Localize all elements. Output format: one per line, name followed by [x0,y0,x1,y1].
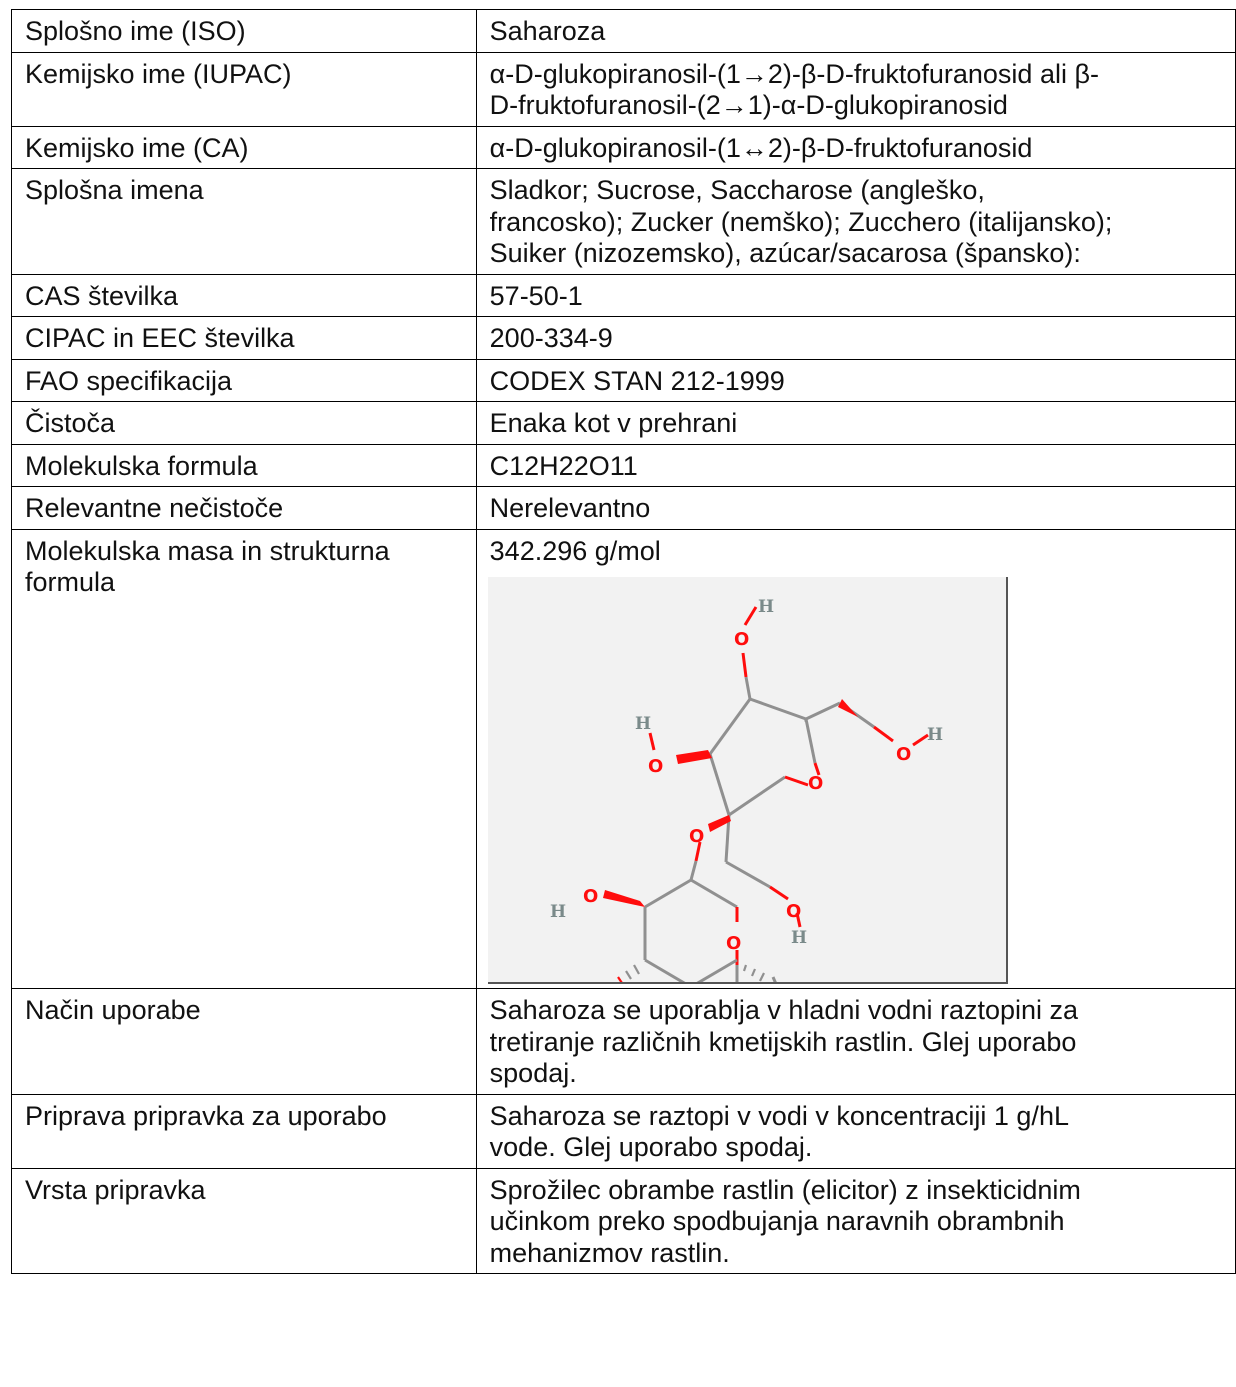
row-formulation-type: Vrsta pripravka Sprožilec obrambe rastli… [11,1167,1236,1274]
value-impurities: Nerelevantno [475,486,1236,530]
sucrose-structure-svg: O H H O O O H O O H H O O [550,597,943,982]
svg-text:H: H [550,902,566,922]
structural-formula-image: O H H O O O H O O H H O O [487,577,1008,984]
svg-text:H: H [758,597,774,617]
row-cipac-eec-number: CIPAC in EEC številka 200-334-9 [11,316,1236,360]
label-cas-number: CAS številka [11,273,477,317]
value-iupac-name: α-D-glukopiranosil-(1→2)-β-D-fruktofuran… [475,51,1236,127]
row-iupac-name: Kemijsko ime (IUPAC) α-D-glukopiranosil-… [11,51,1236,127]
label-impurities: Relevantne nečistoče [11,486,477,530]
value-formulation-type: Sprožilec obrambe rastlin (elicitor) z i… [475,1167,1236,1274]
svg-text:O: O [583,886,598,907]
row-ca-name: Kemijsko ime (CA) α-D-glukopiranosil-(1↔… [11,125,1236,169]
label-method-of-use: Način uporabe [11,988,477,1095]
value-cas-number: 57-50-1 [475,273,1236,317]
value-common-name: Saharoza [475,9,1236,53]
value-fao-spec: CODEX STAN 212-1999 [475,358,1236,402]
label-iupac-name: Kemijsko ime (IUPAC) [11,51,477,127]
atom-labels: O H H O O O H O O H H O O [550,597,943,954]
fructofuranose-ring [648,606,929,928]
svg-text:H: H [927,725,943,745]
value-ca-name: α-D-glukopiranosil-(1↔2)-β-D-fruktofuran… [475,125,1236,169]
glycosidic-bond [689,815,731,881]
svg-text:O: O [689,826,704,847]
svg-text:H: H [791,928,807,948]
row-molar-mass-structure: Molekulska masa in strukturna formula 34… [11,528,1236,989]
svg-text:H: H [635,714,651,734]
row-cas-number: CAS številka 57-50-1 [11,273,1236,317]
value-molecular-formula: C12H22O11 [475,443,1236,487]
row-impurities: Relevantne nečistoče Nerelevantno [11,486,1236,530]
row-fao-spec: FAO specifikacija CODEX STAN 212-1999 [11,358,1236,402]
row-common-names: Splošna imena Sladkor; Sucrose, Saccharo… [11,168,1236,275]
value-cipac-eec-number: 200-334-9 [475,316,1236,360]
substance-info-table: Splošno ime (ISO) Saharoza Kemijsko ime … [11,9,1236,1274]
value-purity: Enaka kot v prehrani [475,401,1236,445]
label-formulation-type: Vrsta pripravka [11,1167,477,1274]
glucopyranose-ring [602,878,777,982]
value-preparation: Saharoza se raztopi v vodi v koncentraci… [475,1093,1236,1169]
value-method-of-use: Saharoza se uporablja v hladni vodni raz… [475,988,1236,1095]
row-purity: Čistoča Enaka kot v prehrani [11,401,1236,445]
label-molar-mass-structure: Molekulska masa in strukturna formula [11,528,477,989]
molar-mass-text: 342.296 g/mol [489,535,661,566]
svg-text:O: O [726,933,741,954]
label-common-name: Splošno ime (ISO) [11,9,477,53]
label-cipac-eec-number: CIPAC in EEC številka [11,316,477,360]
label-common-names: Splošna imena [11,168,477,275]
row-molecular-formula: Molekulska formula C12H22O11 [11,443,1236,487]
svg-text:O: O [786,901,801,922]
svg-text:O: O [734,629,749,650]
label-preparation: Priprava pripravka za uporabo [11,1093,477,1169]
svg-text:O: O [648,756,663,777]
label-molecular-formula: Molekulska formula [11,443,477,487]
row-preparation: Priprava pripravka za uporabo Saharoza s… [11,1093,1236,1169]
row-method-of-use: Način uporabe Saharoza se uporablja v hl… [11,988,1236,1095]
label-purity: Čistoča [11,401,477,445]
value-molar-mass-structure: 342.296 g/mol [475,528,1236,989]
svg-text:O: O [896,744,911,765]
row-common-name: Splošno ime (ISO) Saharoza [11,9,1236,53]
svg-text:O: O [808,773,823,794]
label-ca-name: Kemijsko ime (CA) [11,125,477,169]
value-common-names: Sladkor; Sucrose, Saccharose (angleško, … [475,168,1236,275]
label-fao-spec: FAO specifikacija [11,358,477,402]
